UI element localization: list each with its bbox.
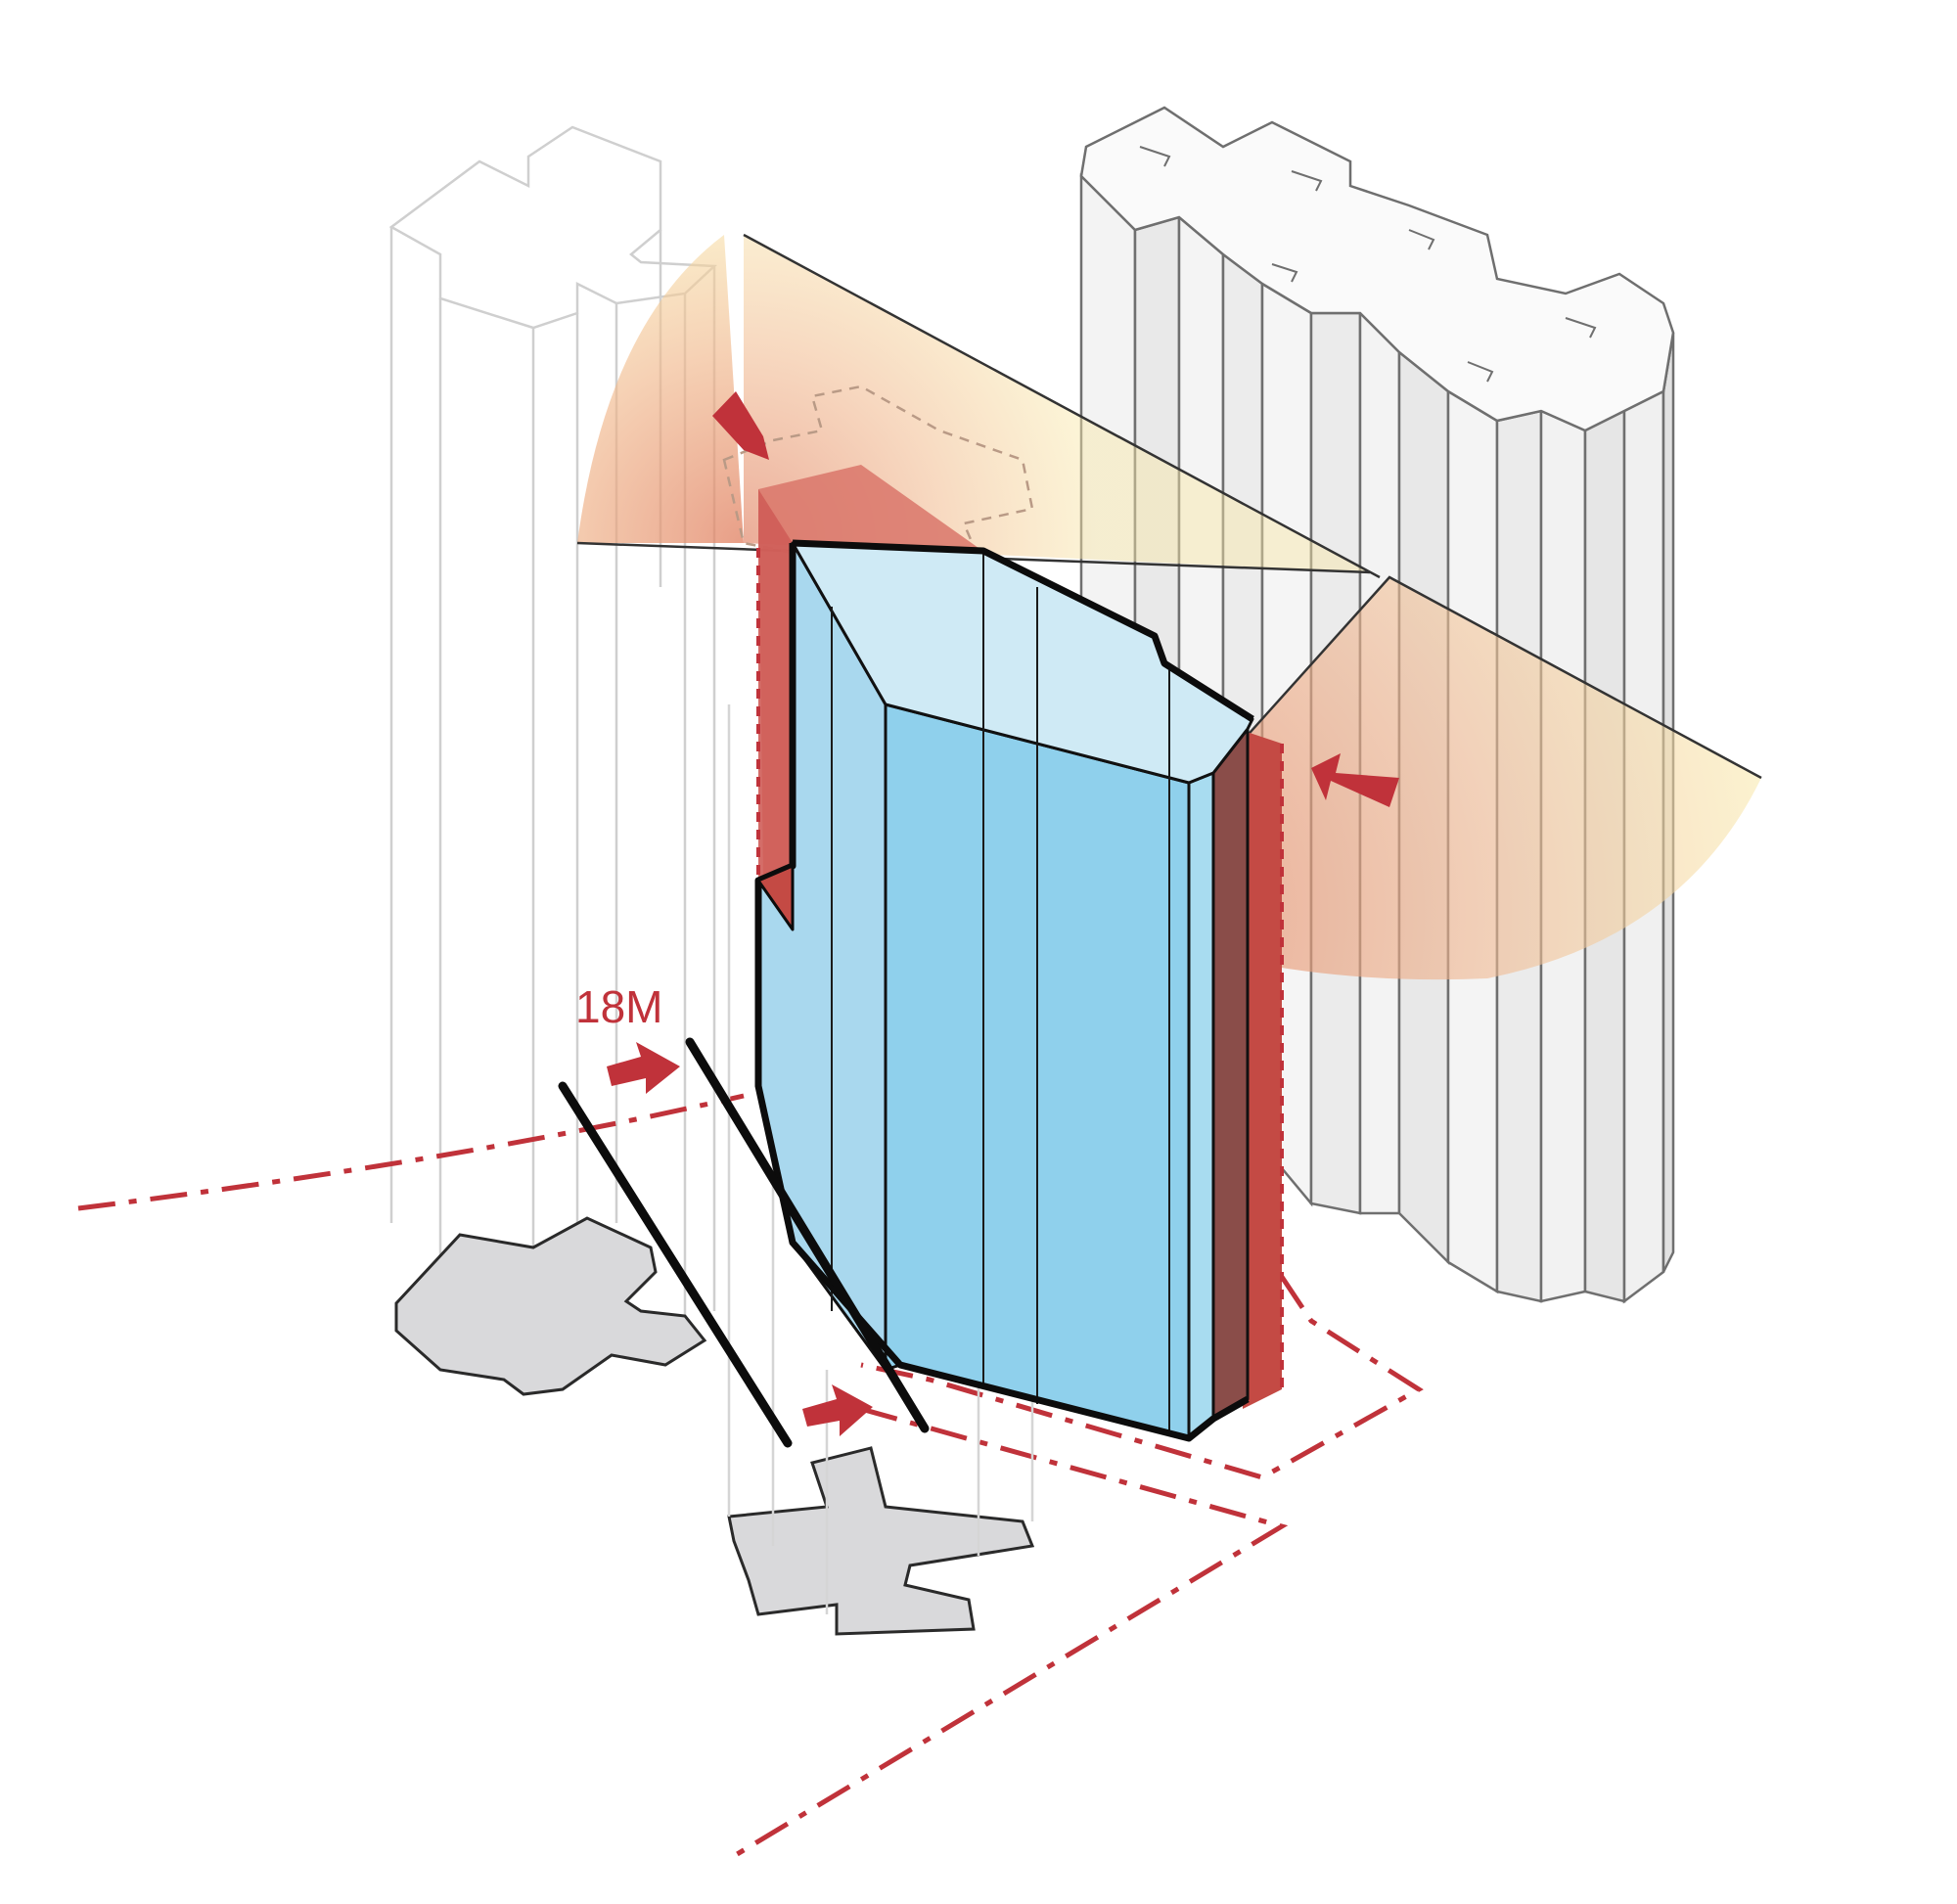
arrow-icon	[712, 391, 769, 460]
site-boundary	[77, 1093, 1424, 1862]
push-arrows	[607, 391, 1399, 1436]
sun-angle-left	[576, 233, 1381, 579]
footprint-left	[394, 1216, 707, 1396]
setback-plane-left	[756, 465, 978, 881]
arrow-icon	[1311, 753, 1399, 807]
footprint-bottom	[727, 1446, 1035, 1636]
arrow-icon	[607, 1042, 680, 1094]
arrow-icon	[802, 1384, 873, 1436]
setback-dimension-label: 18M	[575, 981, 662, 1032]
proposed-tower	[754, 539, 1254, 1442]
setback-lines	[558, 1037, 930, 1448]
